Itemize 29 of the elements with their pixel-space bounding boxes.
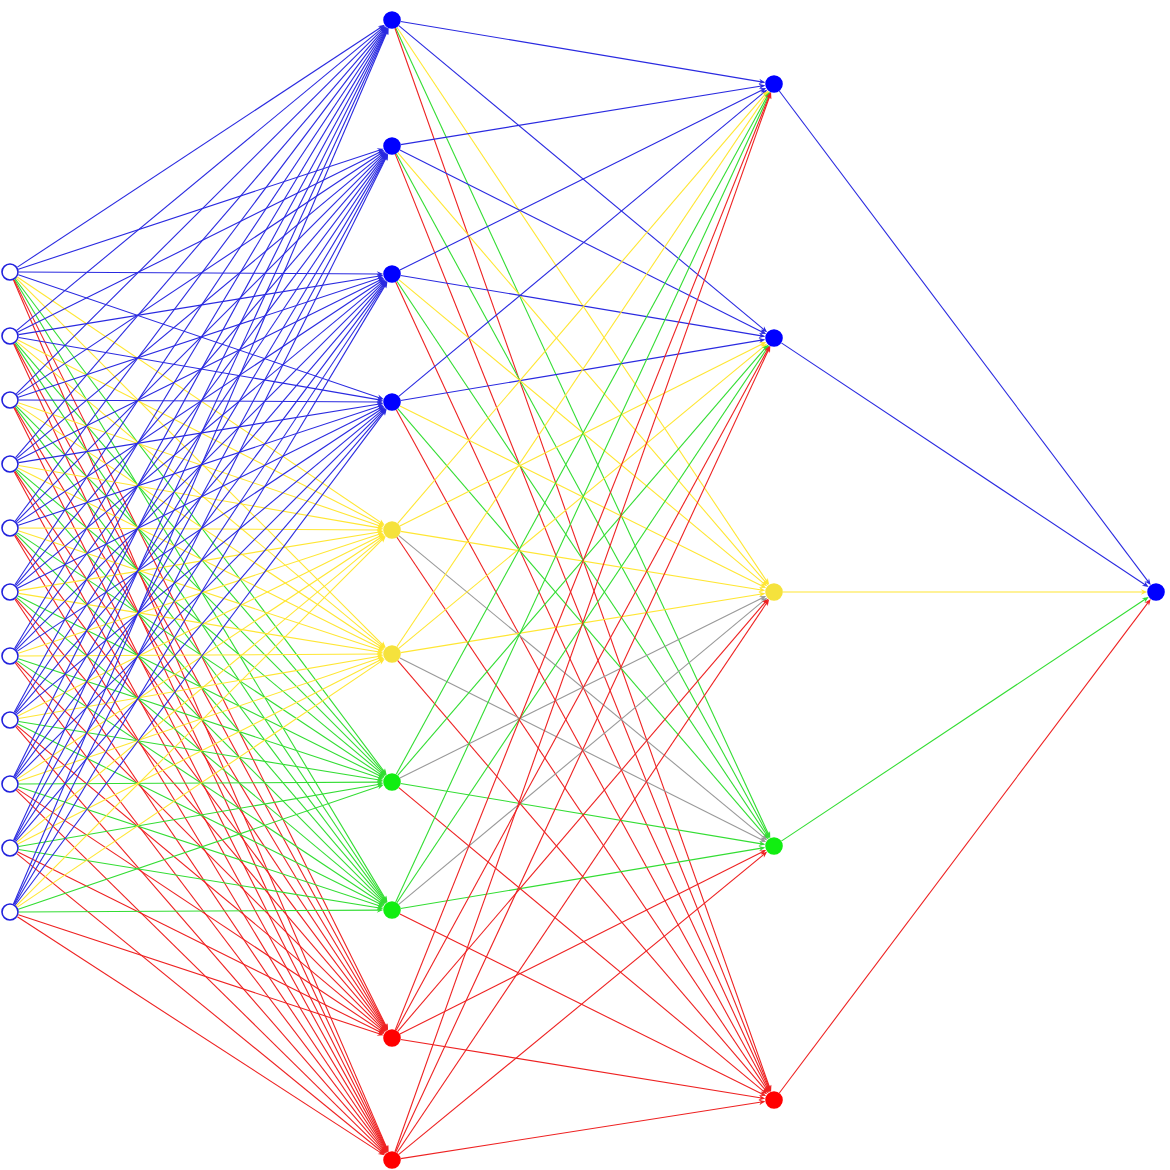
neuron-circle xyxy=(383,645,401,663)
neuron-circle xyxy=(383,1151,401,1169)
neuron-circle xyxy=(1,519,19,537)
neuron-circle xyxy=(1147,583,1165,601)
arrow xyxy=(778,90,1151,585)
neuron-circle xyxy=(765,837,783,855)
neuron-circle xyxy=(1,263,19,281)
neuron-circle xyxy=(383,1029,401,1047)
neuron-circle xyxy=(383,773,401,791)
neuron-circle xyxy=(765,1091,783,1109)
neuron-circle xyxy=(383,901,401,919)
neuron-circle xyxy=(1,391,19,409)
neuron-circle xyxy=(1,839,19,857)
neuron-circle xyxy=(1,775,19,793)
neuron-circle xyxy=(1,711,19,729)
neuron-circle xyxy=(383,137,401,155)
neuron-circle xyxy=(383,265,401,283)
neuron-circle xyxy=(765,329,783,347)
neuron-circle xyxy=(1,455,19,473)
neuron-circle xyxy=(383,11,401,29)
neuron-circle xyxy=(383,521,401,539)
neuron-circle xyxy=(765,75,783,93)
neuron-circle xyxy=(1,327,19,345)
neuron-circle xyxy=(1,903,19,921)
neuron-circle xyxy=(1,647,19,665)
neuron-circle xyxy=(383,393,401,411)
neuron-circle xyxy=(765,583,783,601)
arrow xyxy=(778,599,1151,1094)
neuron-circle xyxy=(1,583,19,601)
